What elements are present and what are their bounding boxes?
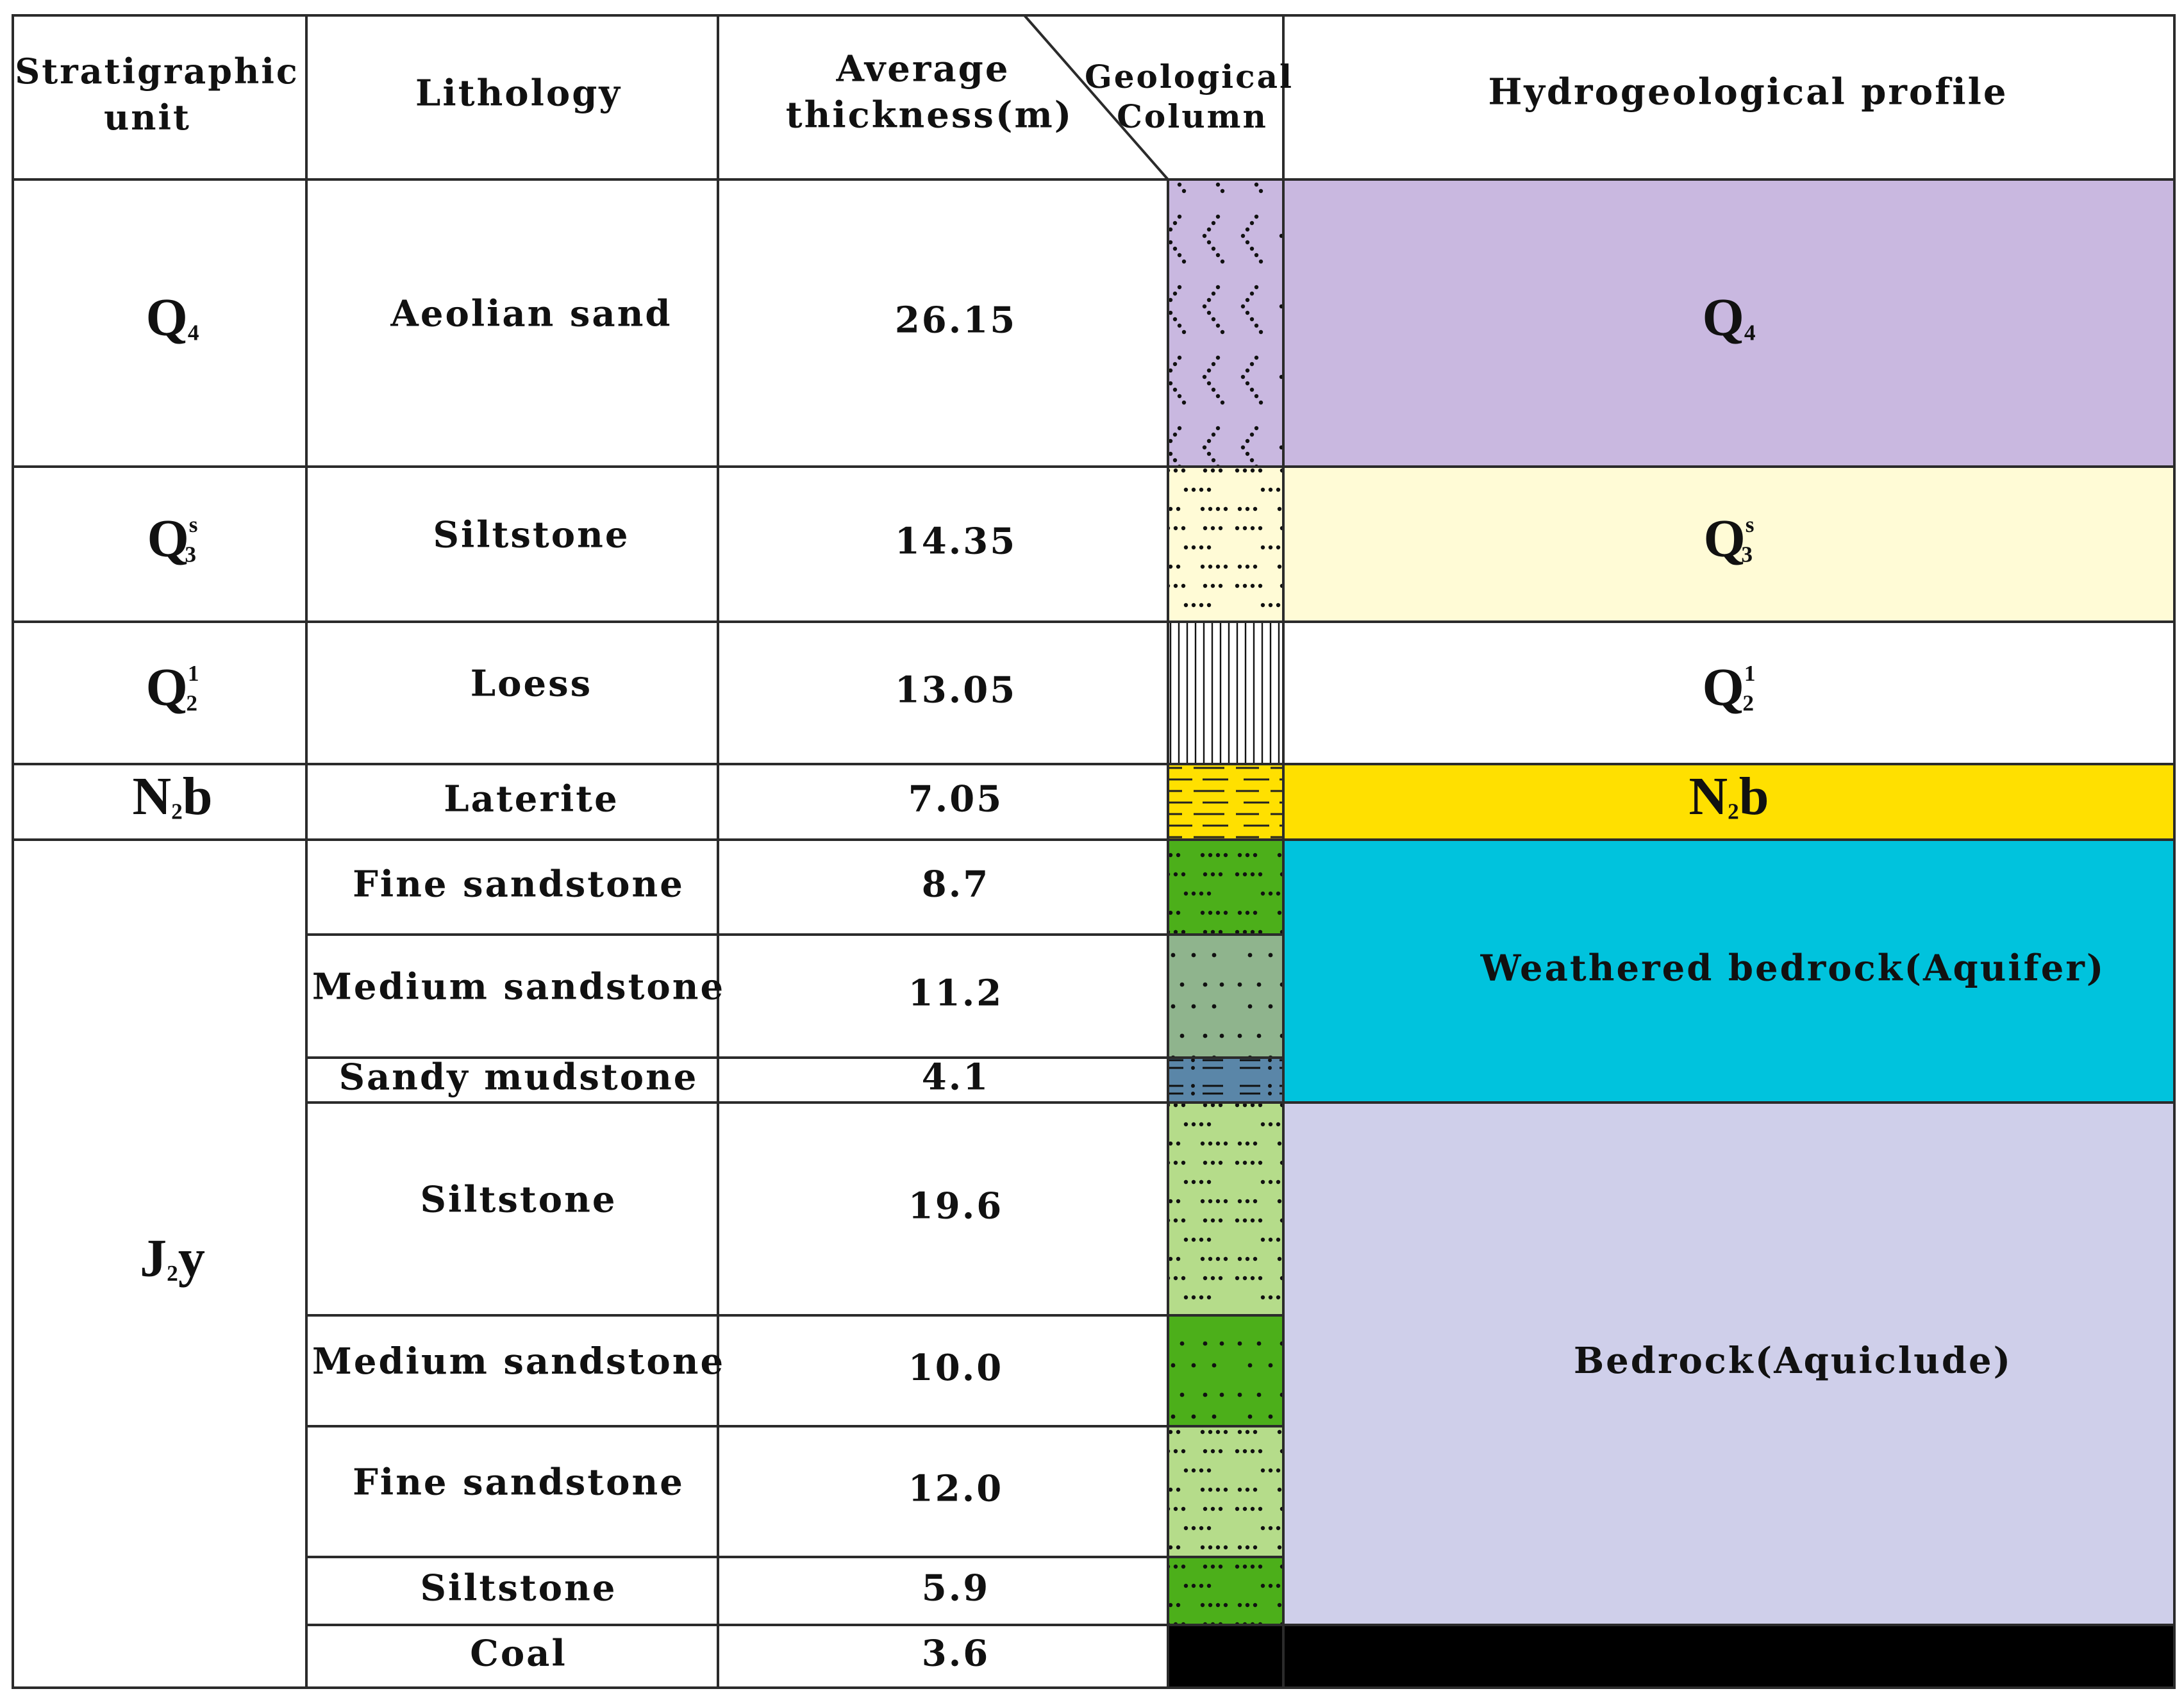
lithology-label: Siltstone: [421, 1179, 617, 1221]
lithology-label: Sandy mudstone: [339, 1056, 699, 1099]
lithology-label: Laterite: [444, 778, 619, 820]
header-stratigraphic-unit: unit: [104, 97, 191, 138]
header-lithology: Lithology: [415, 72, 622, 115]
profile-symbol: N2b: [1688, 767, 1769, 826]
lithology-label: Aeolian sand: [390, 293, 672, 335]
thickness-value: 19.6: [908, 1185, 1003, 1228]
thickness-value: 10.0: [908, 1347, 1003, 1389]
thickness-value: 8.7: [922, 863, 990, 906]
column-pattern: [1168, 179, 1283, 467]
lithology-label: Medium sandstone: [312, 1340, 725, 1383]
profile-block: [1283, 622, 2174, 764]
column-pattern: [1168, 1426, 1283, 1557]
lithology-label: Coal: [470, 1633, 567, 1675]
thickness-value: 7.05: [908, 778, 1003, 820]
lithology-label: Siltstone: [433, 514, 630, 556]
lithology-label: Siltstone: [421, 1567, 617, 1610]
column-pattern: [1168, 1557, 1283, 1625]
header-geological-column: Geological: [1085, 58, 1294, 96]
profile-label: Weathered bedrock(Aquifer): [1480, 947, 2106, 990]
profile-symbol: Q4: [1703, 288, 1756, 347]
thickness-value: 13.05: [895, 669, 1017, 712]
thickness-value: 14.35: [895, 520, 1017, 563]
unit-symbol: N2b: [132, 767, 212, 826]
column-pattern: [1168, 1103, 1283, 1315]
column-pattern: [1168, 467, 1283, 622]
table-border: [12, 14, 2176, 1689]
lithology-label: Loess: [471, 663, 592, 705]
lithology-label: Fine sandstone: [353, 863, 685, 906]
header-average-thickness: Average: [836, 48, 1010, 90]
thickness-value: 5.9: [922, 1567, 990, 1610]
lithology-label: Medium sandstone: [312, 966, 725, 1008]
profile-block: [1283, 1625, 2174, 1688]
profile-block: [1283, 764, 2174, 840]
unit-symbol: Q4: [146, 288, 199, 347]
profile-block: [1283, 1103, 2174, 1625]
header-average-thickness: thickness(m): [786, 94, 1073, 137]
thickness-value: 4.1: [922, 1056, 990, 1099]
thickness-value: 26.15: [895, 299, 1017, 342]
thickness-value: 3.6: [922, 1633, 990, 1675]
header-diagonal: [1023, 14, 1169, 181]
column-pattern: [1168, 1315, 1283, 1426]
lithology-label: Fine sandstone: [353, 1461, 685, 1504]
profile-label: Bedrock(Aquiclude): [1574, 1340, 2012, 1382]
profile-block: [1283, 467, 2174, 622]
column-cell: [1168, 1625, 1283, 1688]
column-pattern: [1168, 622, 1283, 764]
unit-symbol: J2y: [140, 1229, 205, 1288]
header-geological-column: Column: [1117, 97, 1268, 135]
profile-block: [1283, 840, 2174, 1103]
thickness-value: 12.0: [908, 1468, 1003, 1510]
header-hydrogeological-profile: Hydrogeological profile: [1488, 71, 2008, 113]
header-stratigraphic-unit: Stratigraphic: [15, 51, 299, 92]
column-pattern: [1168, 764, 1283, 840]
column-pattern: [1168, 1058, 1283, 1103]
thickness-value: 11.2: [908, 972, 1003, 1015]
column-pattern: [1168, 935, 1283, 1058]
column-pattern: [1168, 840, 1283, 935]
profile-block: [1283, 179, 2174, 467]
